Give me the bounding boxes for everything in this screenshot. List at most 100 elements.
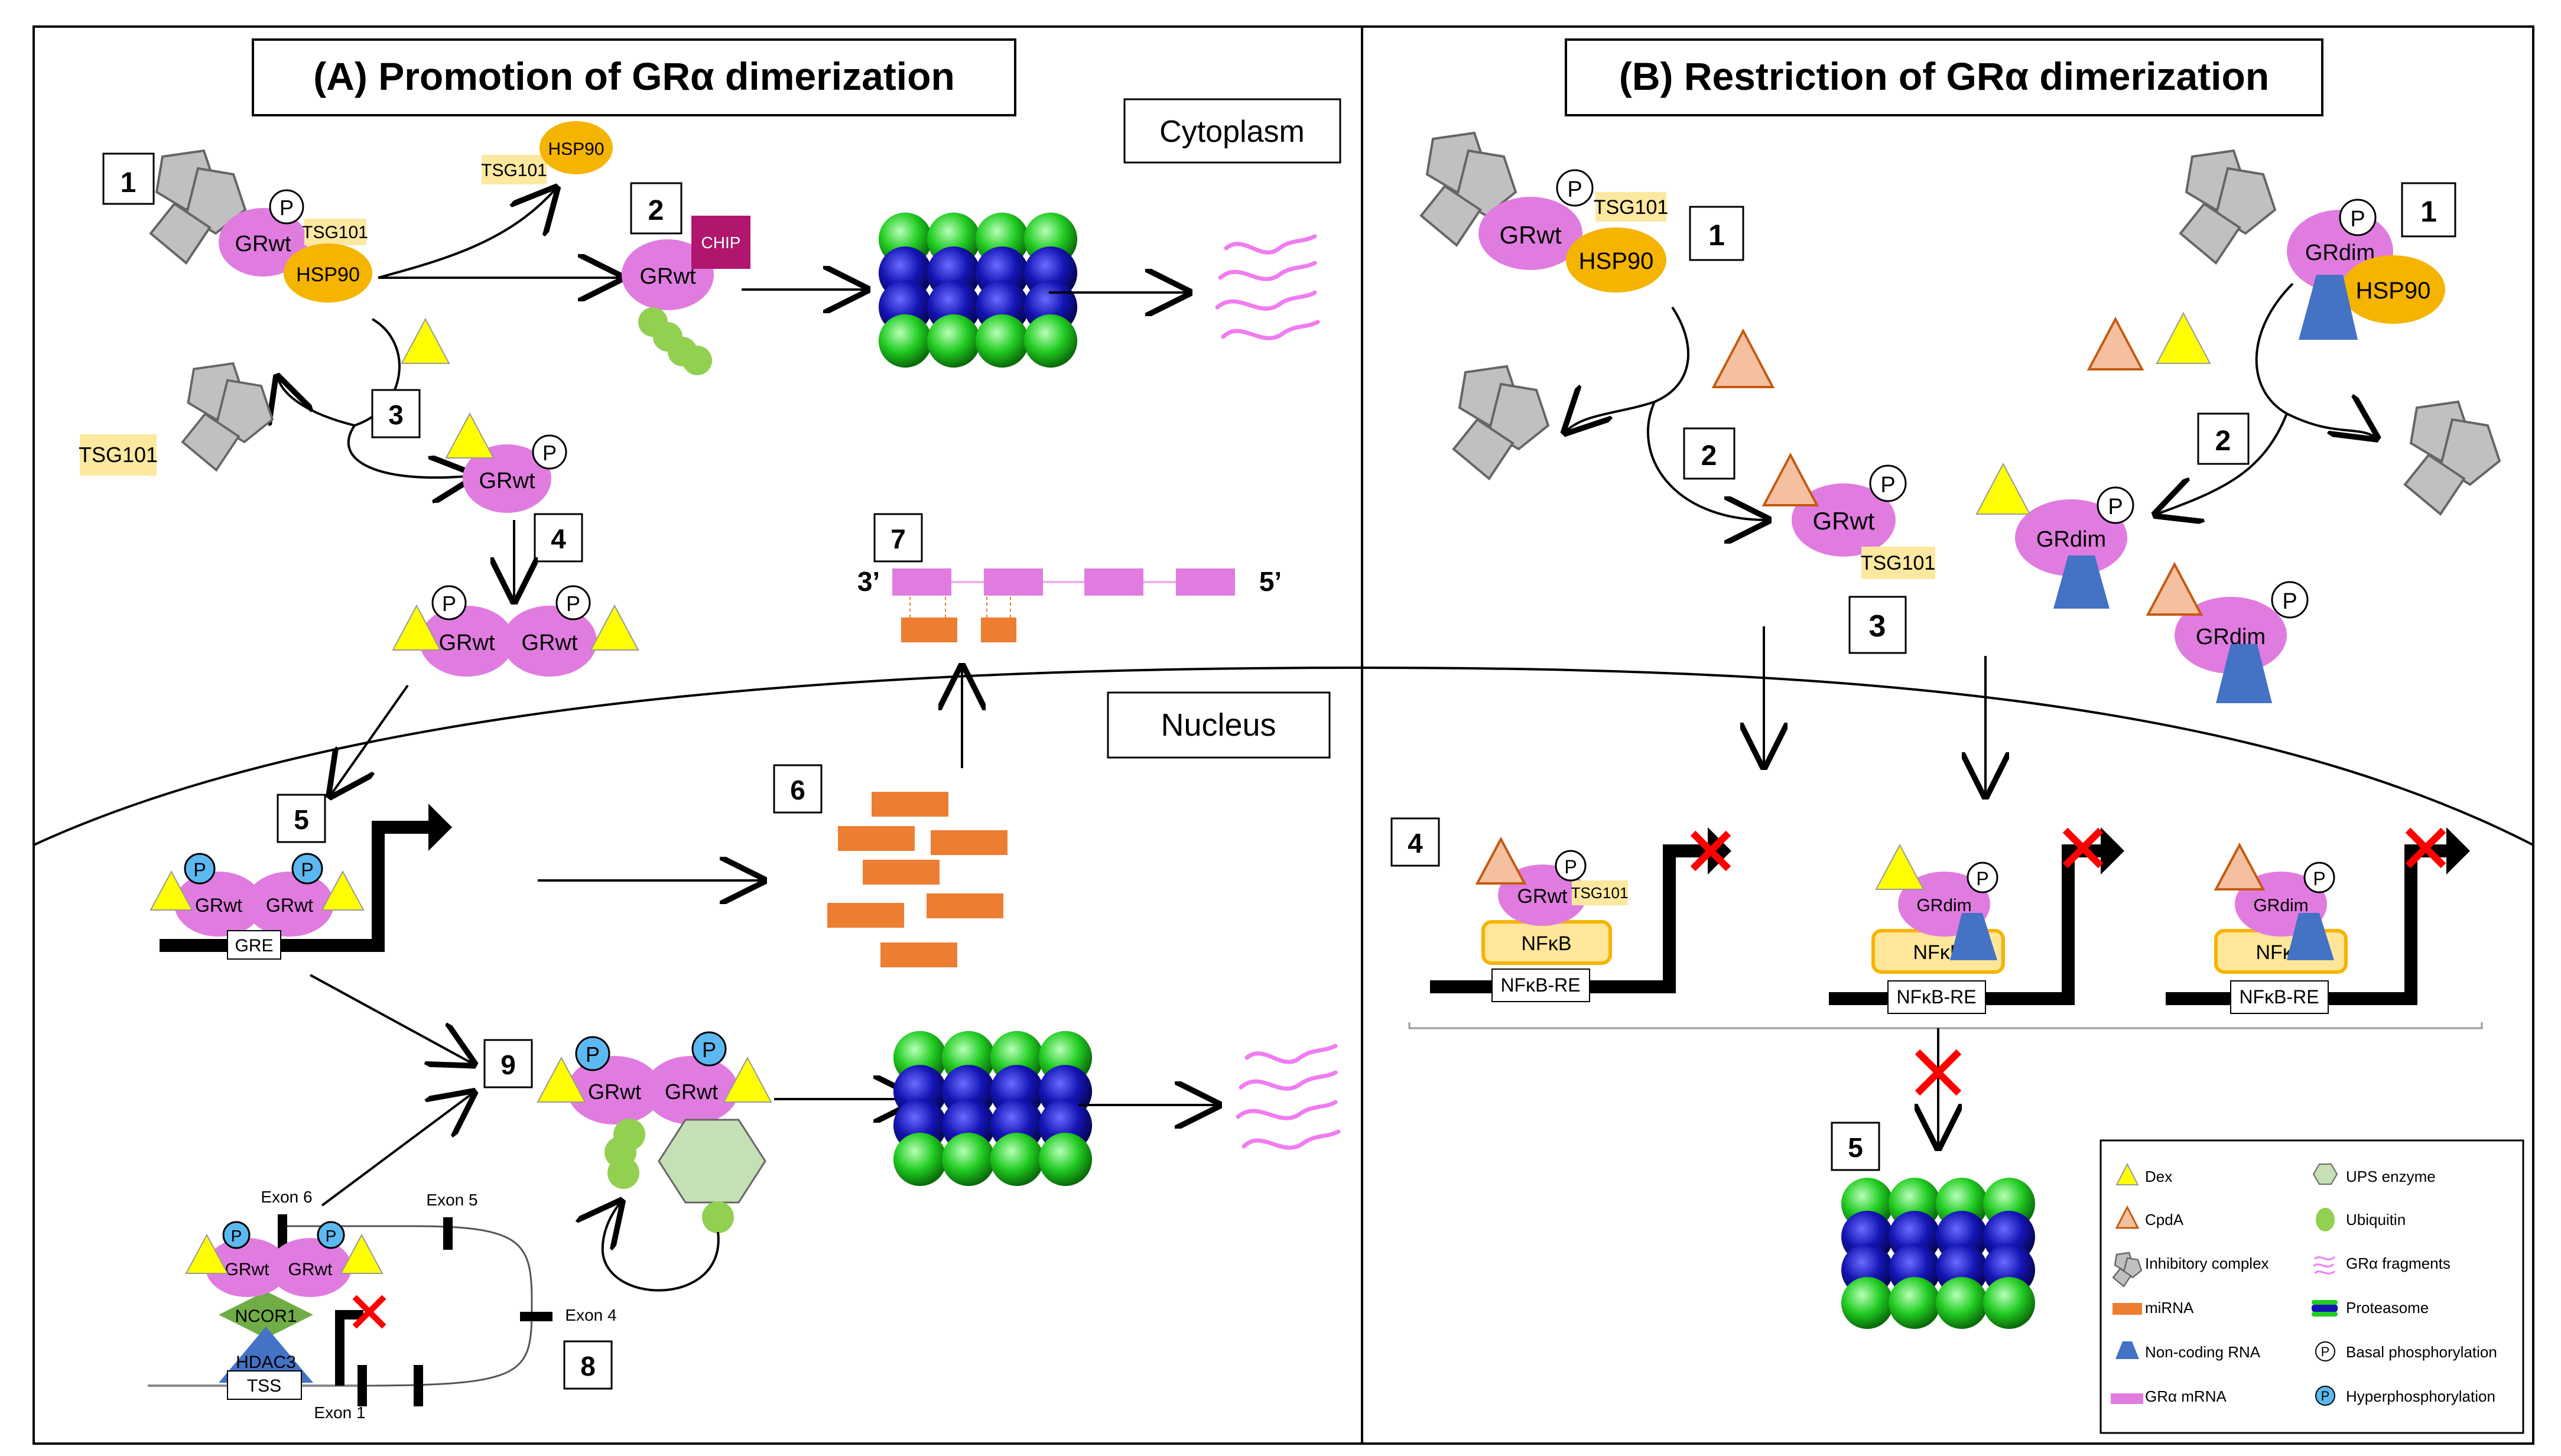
legend-item-inhibitory: Inhibitory complex xyxy=(2112,1252,2269,1288)
blue-p-circle-icon xyxy=(2315,1386,2335,1406)
svg-text:GRwt: GRwt xyxy=(439,630,495,655)
inhibitory-complex-icon xyxy=(2112,1252,2143,1288)
svg-text:P: P xyxy=(2350,207,2365,232)
svg-text:TSG101: TSG101 xyxy=(79,443,158,467)
svg-text:GRwt: GRwt xyxy=(1500,221,1562,249)
svg-text:P: P xyxy=(326,1227,337,1245)
svg-text:GRwt: GRwt xyxy=(235,232,291,256)
svg-text:Exon 5: Exon 5 xyxy=(426,1191,477,1209)
legend-item-ups: UPS enzyme xyxy=(2312,1164,2436,1185)
a-step-3: 3 xyxy=(388,399,404,430)
svg-text:HDAC3: HDAC3 xyxy=(236,1353,296,1372)
svg-text:GRdim: GRdim xyxy=(1916,896,1971,915)
svg-text:GRwt: GRwt xyxy=(479,469,535,493)
svg-text:GRwt: GRwt xyxy=(195,895,242,916)
blue-trapezoid-icon xyxy=(2115,1341,2139,1359)
svg-text:GRwt: GRwt xyxy=(266,895,313,916)
svg-text:P: P xyxy=(193,859,206,880)
svg-text:GRwt: GRwt xyxy=(588,1080,641,1104)
svg-text:GRα mRNA: GRα mRNA xyxy=(2145,1387,2227,1405)
svg-text:GRdim: GRdim xyxy=(2036,527,2106,552)
svg-text:P: P xyxy=(702,1038,716,1062)
svg-text:NFκB-RE: NFκB-RE xyxy=(1896,986,1976,1008)
legend-item-mrna: GRα mRNA xyxy=(2111,1387,2227,1405)
orange-bar-icon xyxy=(2112,1303,2142,1315)
orange-triangle-icon xyxy=(2115,1205,2140,1229)
svg-text:P: P xyxy=(231,1227,242,1245)
legend-item-hyper-p: P Hyperphosphorylation xyxy=(2315,1386,2495,1406)
legend-item-ubiquitin: Ubiquitin xyxy=(2316,1208,2406,1231)
b-step-1-left: 1 xyxy=(1708,219,1725,252)
b-step-5: 5 xyxy=(1848,1132,1863,1163)
svg-text:UPS enzyme: UPS enzyme xyxy=(2346,1168,2436,1185)
svg-text:HSP90: HSP90 xyxy=(296,264,360,286)
a-step-5: 5 xyxy=(294,804,309,835)
legend-item-basal-p: P Basal phosphorylation xyxy=(2315,1341,2497,1361)
svg-text:P: P xyxy=(280,196,294,220)
svg-text:P: P xyxy=(1880,473,1895,498)
green-ellipse-icon xyxy=(2316,1208,2335,1231)
svg-text:P: P xyxy=(301,859,313,880)
svg-text:P: P xyxy=(2282,589,2297,614)
svg-text:GRwt: GRwt xyxy=(1813,507,1875,535)
svg-text:P: P xyxy=(2313,868,2325,889)
proteasome-icon xyxy=(2312,1300,2338,1317)
svg-text:Dex: Dex xyxy=(2145,1168,2172,1185)
svg-text:P: P xyxy=(1567,177,1582,202)
legend-item-cpda: CpdA xyxy=(2115,1205,2184,1229)
nucleus-label: Nucleus xyxy=(1161,707,1276,743)
svg-text:Basal phosphorylation: Basal phosphorylation xyxy=(2346,1343,2497,1361)
svg-text:5’: 5’ xyxy=(1259,566,1282,597)
svg-text:Ubiquitin: Ubiquitin xyxy=(2346,1211,2406,1228)
svg-text:GRwt: GRwt xyxy=(522,630,578,655)
svg-text:Non-coding RNA: Non-coding RNA xyxy=(2145,1343,2261,1361)
pink-bar-icon xyxy=(2111,1393,2143,1404)
svg-text:TSG101: TSG101 xyxy=(1594,196,1669,219)
svg-text:Proteasome: Proteasome xyxy=(2346,1299,2429,1317)
hexagon-icon xyxy=(2312,1164,2338,1185)
svg-text:P: P xyxy=(2108,495,2123,519)
svg-text:GRdim: GRdim xyxy=(2305,240,2375,265)
nuclear-envelope xyxy=(33,666,2534,846)
legend-box xyxy=(2100,1139,2524,1434)
svg-text:3’: 3’ xyxy=(857,566,880,597)
svg-text:Hyperphosphorylation: Hyperphosphorylation xyxy=(2346,1387,2495,1405)
svg-text:NFκB: NFκB xyxy=(1522,932,1572,955)
svg-text:P: P xyxy=(566,592,580,616)
svg-text:HSP90: HSP90 xyxy=(1579,248,1654,274)
legend-item-proteasome: Proteasome xyxy=(2312,1299,2429,1317)
a-step-6: 6 xyxy=(790,775,805,805)
legend-item-ncrna: Non-coding RNA xyxy=(2115,1341,2261,1361)
svg-text:GRwt: GRwt xyxy=(1517,885,1568,908)
svg-text:P: P xyxy=(442,592,456,616)
svg-text:GRE: GRE xyxy=(235,936,273,956)
svg-text:Exon 1: Exon 1 xyxy=(314,1403,365,1422)
b-step-2-left: 2 xyxy=(1701,440,1717,472)
white-p-circle-icon xyxy=(2315,1341,2335,1361)
svg-text:HSP90: HSP90 xyxy=(2356,278,2431,304)
svg-text:HSP90: HSP90 xyxy=(548,139,604,159)
panel-a-title: (A) Promotion of GRα dimerization xyxy=(313,54,955,98)
svg-text:GRα fragments: GRα fragments xyxy=(2346,1254,2450,1272)
svg-text:CHIP: CHIP xyxy=(701,233,741,252)
svg-text:GRwt: GRwt xyxy=(288,1260,333,1279)
svg-text:CpdA: CpdA xyxy=(2145,1211,2184,1228)
a-step-2: 2 xyxy=(648,195,664,226)
a-step-7: 7 xyxy=(890,524,906,554)
b-step-3: 3 xyxy=(1869,609,1886,644)
svg-text:P: P xyxy=(1564,856,1577,878)
outer-frame xyxy=(32,25,2534,1445)
svg-text:GRwt: GRwt xyxy=(665,1080,718,1104)
svg-text:miRNA: miRNA xyxy=(2145,1299,2194,1317)
svg-text:Exon 6: Exon 6 xyxy=(261,1188,312,1206)
b-step-2-right: 2 xyxy=(2215,425,2231,457)
fragments-icon xyxy=(2313,1256,2335,1275)
legend-item-dex: Dex xyxy=(2115,1162,2172,1185)
svg-text:GRdim: GRdim xyxy=(2253,896,2308,915)
svg-text:TSG101: TSG101 xyxy=(1571,884,1629,902)
svg-text:Inhibitory complex: Inhibitory complex xyxy=(2145,1254,2269,1272)
svg-text:Exon 4: Exon 4 xyxy=(565,1306,616,1324)
svg-text:GRwt: GRwt xyxy=(640,264,696,289)
b-step-4: 4 xyxy=(1408,828,1423,859)
